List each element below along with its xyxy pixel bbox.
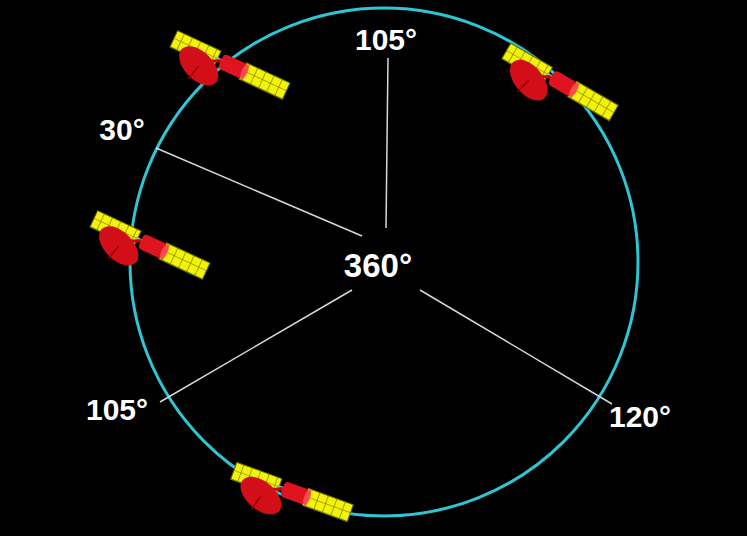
satellite	[79, 211, 210, 304]
angle-label: 120°	[609, 402, 671, 432]
angle-label: 105°	[86, 395, 148, 425]
sector-lines	[156, 58, 612, 404]
satellite	[489, 43, 619, 143]
satellite	[159, 31, 290, 124]
angle-label: 105°	[355, 25, 417, 55]
satellite	[222, 462, 354, 536]
total-angle-label: 360°	[344, 249, 412, 282]
angle-label: 30°	[99, 115, 144, 145]
